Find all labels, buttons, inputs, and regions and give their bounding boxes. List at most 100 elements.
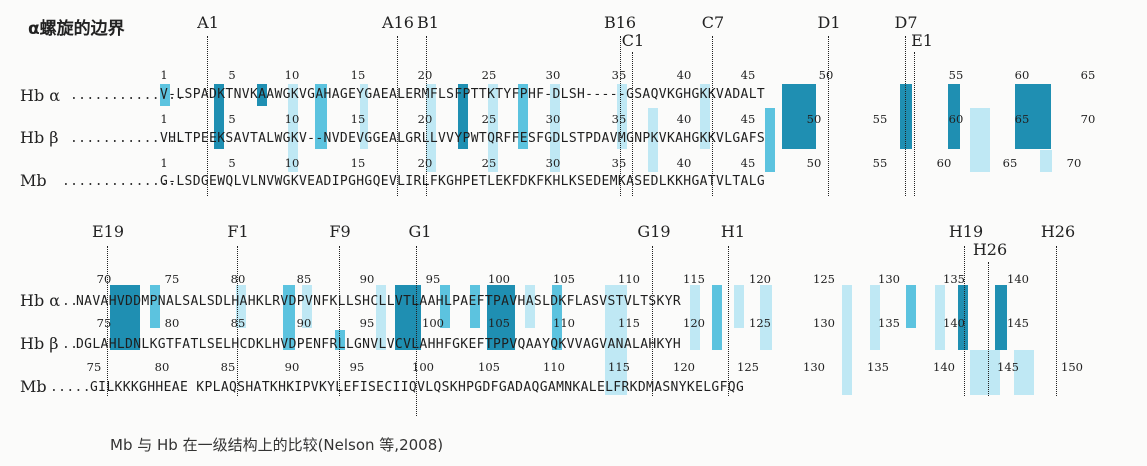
residue-number: 35 xyxy=(611,68,627,82)
row-leader-dots: .. xyxy=(62,337,79,352)
residue-number: 105 xyxy=(488,316,510,330)
residue-number: 140 xyxy=(943,316,965,330)
row-label-hb-alpha: Hb α xyxy=(20,291,61,310)
residue-number: 135 xyxy=(943,272,965,286)
residue-number: 115 xyxy=(618,316,640,330)
helix-label: B16 xyxy=(603,13,637,32)
helix-label: F9 xyxy=(329,222,351,241)
helix-boundary-line xyxy=(914,52,915,196)
residue-number: 10 xyxy=(284,112,300,126)
helix-boundary-line xyxy=(712,36,713,196)
highlight-box xyxy=(288,84,298,172)
residue-number: 120 xyxy=(673,360,695,374)
helix-label: G1 xyxy=(408,222,432,241)
residue-number: 45 xyxy=(740,156,756,170)
helix-label: G19 xyxy=(637,222,671,241)
residue-number: 1 xyxy=(160,68,168,82)
residue-number: 115 xyxy=(608,360,630,374)
residue-number: 55 xyxy=(872,156,888,170)
residue-number: 10 xyxy=(284,156,300,170)
highlight-box xyxy=(782,84,816,149)
residue-number: 130 xyxy=(878,272,900,286)
residue-number: 65 xyxy=(1002,156,1018,170)
highlight-box xyxy=(605,285,627,395)
residue-number: 80 xyxy=(230,272,246,286)
residue-number: 50 xyxy=(818,68,834,82)
residue-number: 70 xyxy=(96,272,112,286)
helix-boundary-line xyxy=(652,246,653,396)
figure-caption: Mb 与 Hb 在一级结构上的比较(Nelson 等,2008) xyxy=(110,436,444,454)
highlight-box xyxy=(470,285,480,328)
residue-number: 60 xyxy=(936,156,952,170)
row-leader-dots: .............. xyxy=(70,88,185,103)
residue-number: 15 xyxy=(350,156,366,170)
highlight-box xyxy=(487,285,515,350)
residue-number: 60 xyxy=(1014,68,1030,82)
residue-number: 125 xyxy=(813,272,835,286)
residue-number: 95 xyxy=(425,272,441,286)
highlight-box xyxy=(518,84,528,149)
residue-number: 90 xyxy=(359,272,375,286)
helix-boundary-line xyxy=(397,36,398,196)
row-leader-dots: .............. xyxy=(62,174,177,189)
residue-number: 125 xyxy=(749,316,771,330)
residue-number: 35 xyxy=(611,112,627,126)
figure-title: α螺旋的边界 xyxy=(28,19,125,39)
highlight-box xyxy=(376,285,386,350)
residue-number: 35 xyxy=(611,156,627,170)
residue-number: 85 xyxy=(230,316,246,330)
helix-boundary-line xyxy=(426,36,427,196)
helix-boundary-line xyxy=(207,36,208,196)
residue-number: 105 xyxy=(478,360,500,374)
highlight-box xyxy=(335,330,345,350)
helix-boundary-line xyxy=(620,36,621,196)
residue-number: 140 xyxy=(1007,272,1029,286)
helix-boundary-line xyxy=(339,246,340,396)
helix-label: D1 xyxy=(817,13,841,32)
residue-number: 130 xyxy=(813,316,835,330)
helix-label: H26 xyxy=(972,240,1008,259)
residue-number: 70 xyxy=(1080,112,1096,126)
helix-boundary-line xyxy=(828,36,829,196)
helix-boundary-line xyxy=(632,52,633,196)
residue-number: 50 xyxy=(806,112,822,126)
highlight-box xyxy=(870,285,880,350)
residue-number: 90 xyxy=(296,316,312,330)
residue-number: 70 xyxy=(1066,156,1082,170)
highlight-box xyxy=(958,285,968,350)
residue-number: 115 xyxy=(683,272,705,286)
highlight-box xyxy=(1014,350,1034,395)
highlight-box xyxy=(842,285,852,395)
highlight-box xyxy=(995,285,1007,350)
highlight-box xyxy=(283,285,295,350)
helix-label: B1 xyxy=(417,13,439,32)
residue-number: 110 xyxy=(543,360,565,374)
highlight-box xyxy=(257,84,267,106)
row-label-hb-beta: Hb β xyxy=(20,334,59,353)
residue-number: 145 xyxy=(997,360,1019,374)
helix-label: H19 xyxy=(948,222,984,241)
helix-boundary-line xyxy=(988,262,989,396)
residue-number: 100 xyxy=(412,360,434,374)
hb-alpha-sequence: NAVAHVDDMPNALSALSDLHAHKLRVDPVNFKLLSHCLLV… xyxy=(76,294,682,309)
residue-number: 130 xyxy=(803,360,825,374)
residue-number: 40 xyxy=(676,112,692,126)
residue-number: 25 xyxy=(481,68,497,82)
highlight-box xyxy=(440,285,450,328)
residue-number: 150 xyxy=(1061,360,1083,374)
highlight-box xyxy=(426,84,436,172)
residue-number: 100 xyxy=(488,272,510,286)
row-label-hb-beta: Hb β xyxy=(20,128,59,147)
helix-label: A1 xyxy=(197,13,219,32)
highlight-box xyxy=(110,285,140,350)
residue-number: 80 xyxy=(164,316,180,330)
helix-label: H1 xyxy=(720,222,746,241)
highlight-box xyxy=(935,285,945,350)
row-leader-dots: .............. xyxy=(70,131,185,146)
residue-number: 30 xyxy=(545,68,561,82)
highlight-box xyxy=(617,84,627,149)
residue-number: 1 xyxy=(160,156,168,170)
highlight-box xyxy=(970,108,990,172)
helix-label: E19 xyxy=(91,222,125,241)
residue-number: 135 xyxy=(878,316,900,330)
